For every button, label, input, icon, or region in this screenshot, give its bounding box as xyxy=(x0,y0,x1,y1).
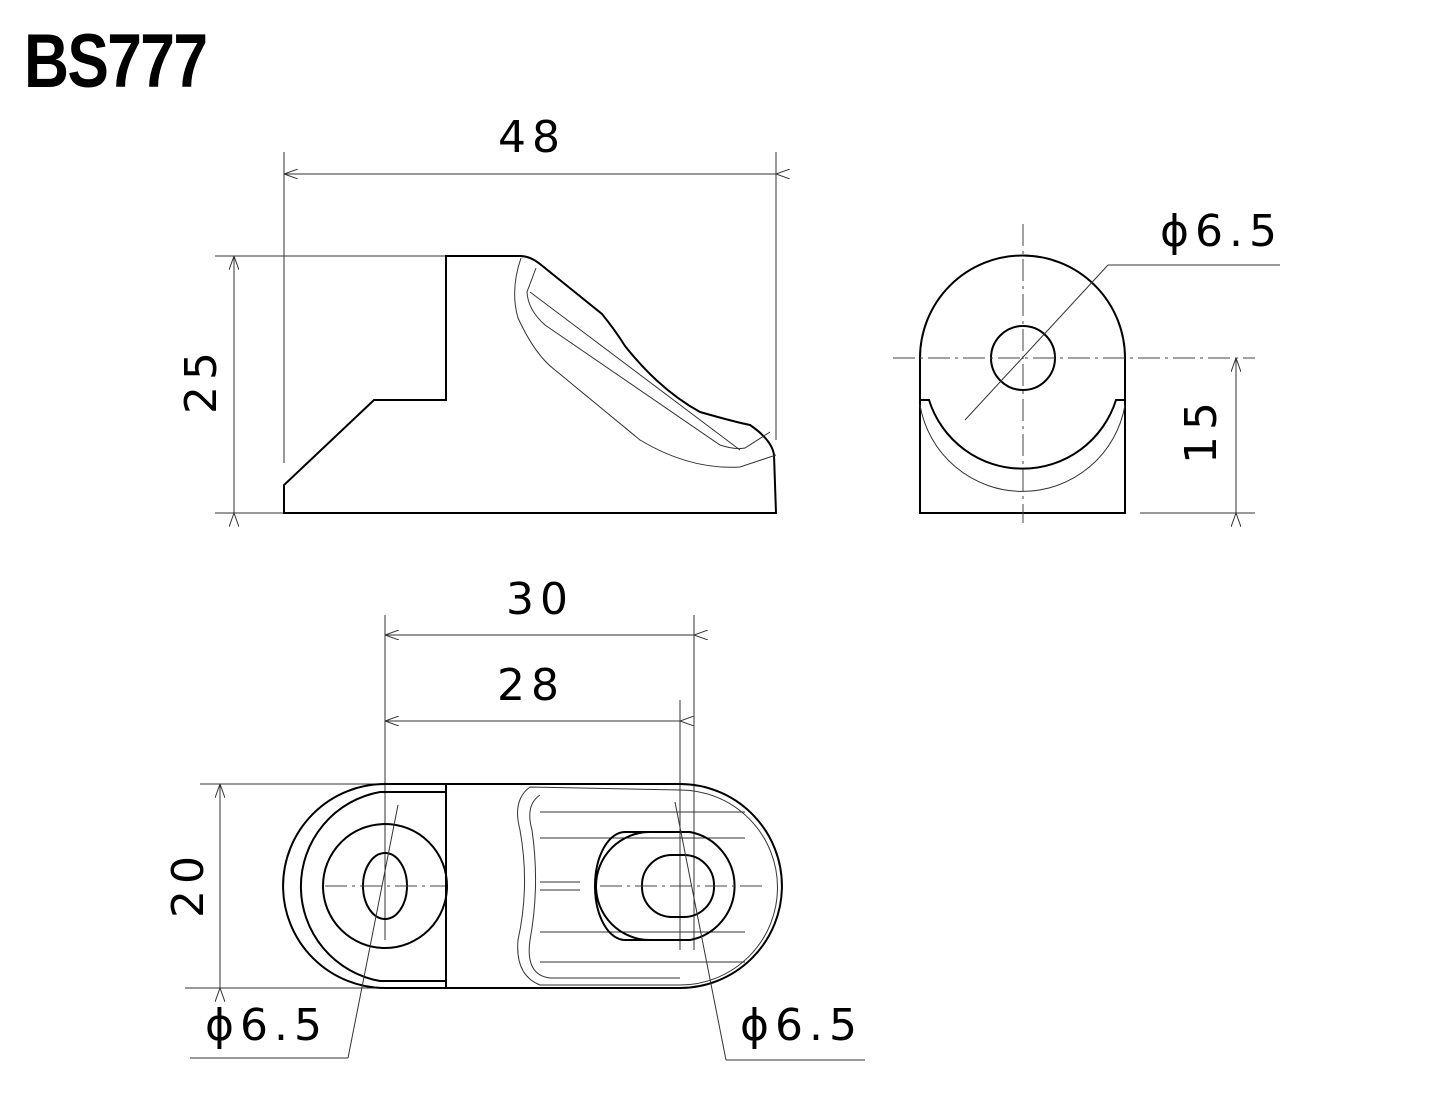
top-view: 30 28 20 ϕ6.5 ϕ6.5 xyxy=(163,574,865,1061)
dimension-28-label: 28 xyxy=(497,660,565,711)
dimension-15-label: 15 xyxy=(1176,396,1227,464)
dimension-20-label: 20 xyxy=(163,850,214,918)
dimension-25-label: 25 xyxy=(176,346,227,414)
left-hole-diameter-label: ϕ6.5 xyxy=(205,1000,328,1051)
dimension-30-label: 30 xyxy=(506,574,574,625)
right-hole-diameter-label: ϕ6.5 xyxy=(740,1000,863,1051)
dimension-48-label: 48 xyxy=(498,112,566,163)
end-view: ϕ6.5 15 xyxy=(893,206,1283,523)
side-view: 48 25 xyxy=(176,112,776,513)
part-number-title: BS777 xyxy=(24,19,208,104)
end-view-hole-diameter-label: ϕ6.5 xyxy=(1160,206,1283,257)
